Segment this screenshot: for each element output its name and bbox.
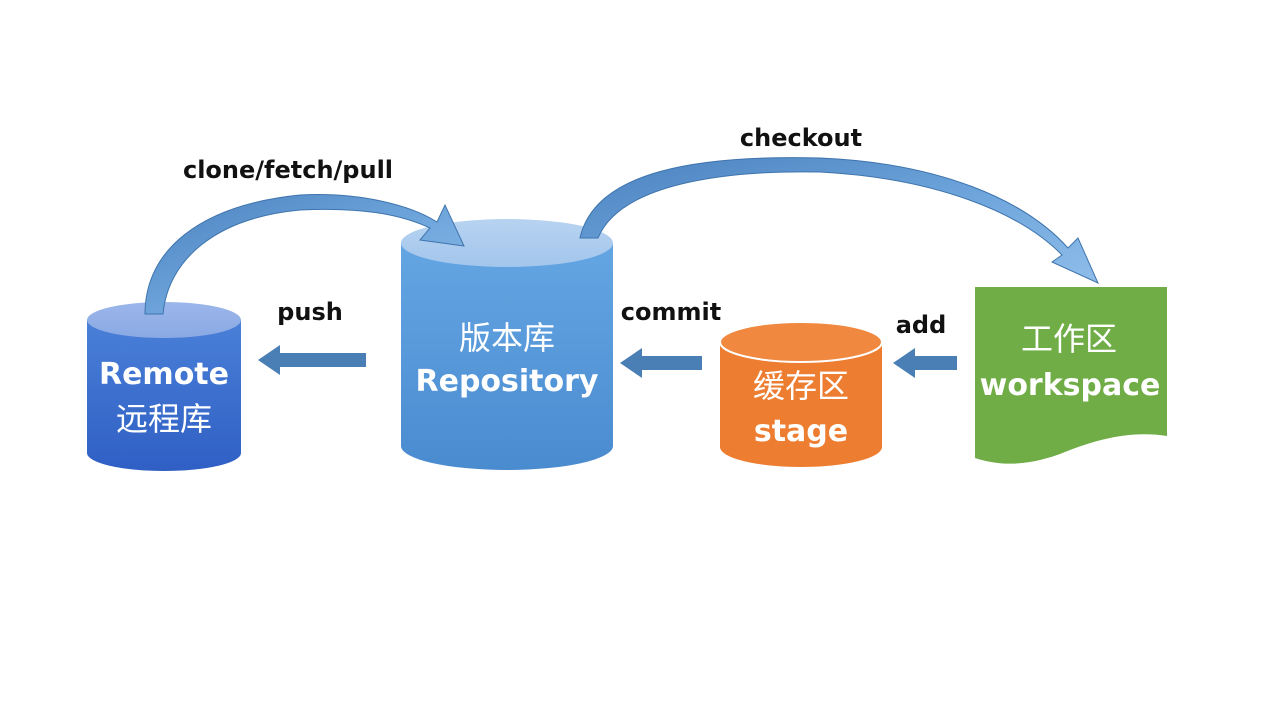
repository-label-en: Repository [416, 364, 599, 399]
repository-label-zh: 版本库 [459, 319, 555, 357]
remote-label-en: Remote [99, 357, 229, 392]
add-label: add [896, 311, 947, 339]
commit-label: commit [621, 298, 721, 326]
stage-label-en: stage [754, 414, 848, 449]
commit-arrow [620, 348, 702, 378]
workspace-node: 工作区 workspace [975, 287, 1167, 464]
checkout-arrow [579, 157, 1099, 285]
clone-fetch-pull-arrow [144, 194, 465, 315]
workspace-label-zh: 工作区 [1021, 320, 1117, 358]
clone-fetch-pull-label: clone/fetch/pull [183, 156, 393, 184]
local-repository-node: 版本库 Repository [401, 219, 613, 470]
add-arrow [893, 348, 957, 378]
workspace-label-en: workspace [980, 368, 1161, 403]
remote-repository-node: Remote 远程库 [87, 302, 241, 471]
stage-node: 缓存区 stage [719, 321, 883, 467]
push-arrow [258, 345, 366, 375]
push-label: push [277, 298, 343, 326]
checkout-label: checkout [740, 124, 862, 152]
remote-label-zh: 远程库 [116, 400, 212, 438]
stage-label-zh: 缓存区 [753, 367, 849, 405]
